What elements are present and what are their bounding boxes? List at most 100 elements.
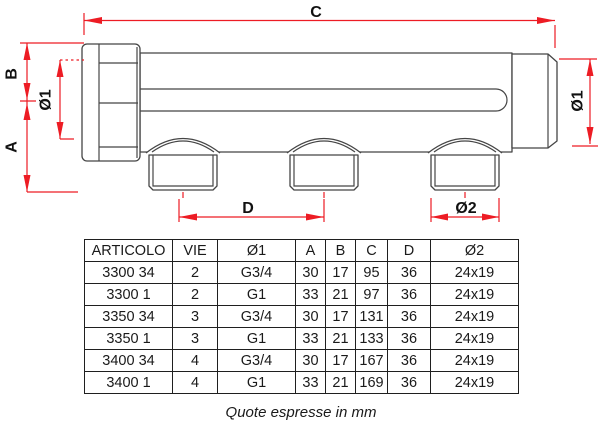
centerline-ticks (182, 192, 466, 198)
male-end (511, 53, 558, 149)
table-cell: 24x19 (430, 349, 519, 372)
units-caption: Quote espresse in mm (225, 404, 377, 421)
table-cell: 3350 34 (84, 305, 173, 328)
dim-label-d: D (242, 200, 254, 217)
table-cell: 17 (325, 305, 356, 328)
table-cell: 36 (387, 349, 431, 372)
arrow-up-icon (23, 103, 31, 120)
table-cell: G3/4 (217, 261, 296, 284)
table-cell: 17 (325, 261, 356, 284)
dim-label-c: C (310, 4, 322, 21)
header-row: ARTICOLO VIE Ø1 A B C D Ø2 (84, 239, 519, 262)
dim-dia1-left (56, 59, 84, 140)
table-cell: 2 (172, 283, 218, 306)
table-cell: 24x19 (430, 327, 519, 350)
arrow-right-icon (306, 213, 324, 221)
table-cell: 36 (387, 305, 431, 328)
arrow-up-icon (23, 43, 31, 60)
arrow-down-icon (23, 83, 31, 100)
table-cell: 36 (387, 327, 431, 350)
table-cell: 36 (387, 371, 431, 394)
arrow-right-icon (482, 213, 499, 221)
dim-label-b: B (4, 68, 21, 80)
table-cell: 33 (295, 371, 326, 394)
arrow-right-icon (537, 17, 555, 24)
col-header-c: C (355, 239, 388, 262)
table-cell: 33 (295, 327, 326, 350)
table-cell: 133 (355, 327, 388, 350)
dim-d (178, 199, 325, 222)
manifold-outline (81, 43, 558, 191)
arrow-up-icon (586, 59, 594, 76)
table-cell: 167 (355, 349, 388, 372)
table-cell: 21 (325, 371, 356, 394)
col-header-dia2: Ø2 (430, 239, 519, 262)
dim-c (83, 13, 556, 48)
table-cell: 21 (325, 283, 356, 306)
table-cell: 17 (325, 349, 356, 372)
table-cell: 21 (325, 327, 356, 350)
dim-label-dia1-left: Ø1 (38, 89, 55, 110)
table-cell: 97 (355, 283, 388, 306)
table-cell: 4 (172, 349, 218, 372)
arrow-down-icon (23, 175, 31, 192)
arrow-left-icon (431, 213, 448, 221)
arrow-down-icon (56, 122, 64, 139)
col-header-dia1: Ø1 (217, 239, 296, 262)
table-cell: 3 (172, 305, 218, 328)
col-header-articolo: ARTICOLO (84, 239, 173, 262)
dim-label-dia1-right: Ø1 (570, 90, 587, 111)
table-cell: 36 (387, 261, 431, 284)
dim-b-a (20, 42, 84, 193)
arrow-up-icon (56, 60, 64, 77)
dimension-lines (20, 13, 598, 222)
table-cell: 24x19 (430, 283, 519, 306)
col-header-b: B (325, 239, 356, 262)
table-cell: G3/4 (217, 305, 296, 328)
arrow-down-icon (586, 127, 594, 144)
table-cell: 30 (295, 305, 326, 328)
outlet-1 (145, 137, 221, 191)
table-cell: 131 (355, 305, 388, 328)
manifold-barrel (139, 52, 513, 153)
table-cell: 30 (295, 261, 326, 284)
table-cell: G3/4 (217, 349, 296, 372)
manifold-technical-drawing: C B Ø1 A D Ø2 Ø1 (4, 4, 598, 222)
table-cell: 95 (355, 261, 388, 284)
dim-label-dia2: Ø2 (455, 200, 476, 217)
arrow-left-icon (179, 213, 197, 221)
dim-label-a: A (4, 141, 21, 153)
dim-dia2 (430, 198, 500, 222)
union-nut (81, 43, 141, 162)
table-cell: 30 (295, 349, 326, 372)
table-cell: 33 (295, 283, 326, 306)
table-cell: 3350 1 (84, 327, 173, 350)
outlet-3 (427, 137, 503, 191)
col-header-d: D (387, 239, 431, 262)
table-cell: 24x19 (430, 305, 519, 328)
table-cell: 3300 34 (84, 261, 173, 284)
table-cell: 3 (172, 327, 218, 350)
manifold-bore (140, 88, 508, 112)
table-cell: 36 (387, 283, 431, 306)
dim-dia1-right (559, 58, 598, 147)
table-cell: 4 (172, 371, 218, 394)
table-cell: G1 (217, 327, 296, 350)
table-cell: 3400 1 (84, 371, 173, 394)
col-header-vie: VIE (172, 239, 218, 262)
arrow-left-icon (84, 17, 102, 24)
table-cell: 24x19 (430, 261, 519, 284)
table-cell: 169 (355, 371, 388, 394)
table-cell: G1 (217, 371, 296, 394)
outlet-2 (286, 137, 362, 191)
spec-table-header: ARTICOLO VIE Ø1 A B C D Ø2 (84, 239, 519, 262)
